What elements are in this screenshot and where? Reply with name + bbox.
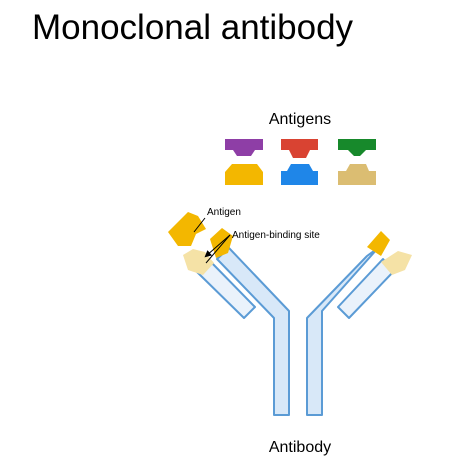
right-light-chain	[337, 251, 412, 319]
antibody-label: Antibody	[269, 439, 331, 456]
binding-site-callout: Antigen-binding site	[232, 230, 320, 241]
antigens-label: Antigens	[269, 111, 331, 128]
left-light-chain	[183, 249, 256, 319]
antigen-callout: Antigen	[207, 207, 241, 218]
purple-antigen	[225, 139, 263, 156]
right-heavy-chain	[306, 231, 390, 416]
binding-site-arrow	[204, 234, 231, 258]
red-antigen	[281, 139, 318, 158]
green-antigen	[338, 139, 376, 156]
slide-title: Monoclonal antibody	[32, 8, 354, 47]
right-heavy-binding-tip	[367, 231, 390, 256]
antigen-pointer	[193, 217, 206, 233]
right-light-binding-site	[381, 251, 412, 275]
binding-site-pointer	[205, 234, 231, 264]
antibody	[168, 212, 412, 416]
tan-antigen	[338, 164, 376, 185]
blue-antigen	[281, 164, 318, 185]
yellow-antigen	[225, 164, 263, 185]
left-heavy-chain	[210, 228, 290, 416]
antigen-shapes	[225, 139, 376, 185]
bound-antigen	[168, 212, 206, 246]
